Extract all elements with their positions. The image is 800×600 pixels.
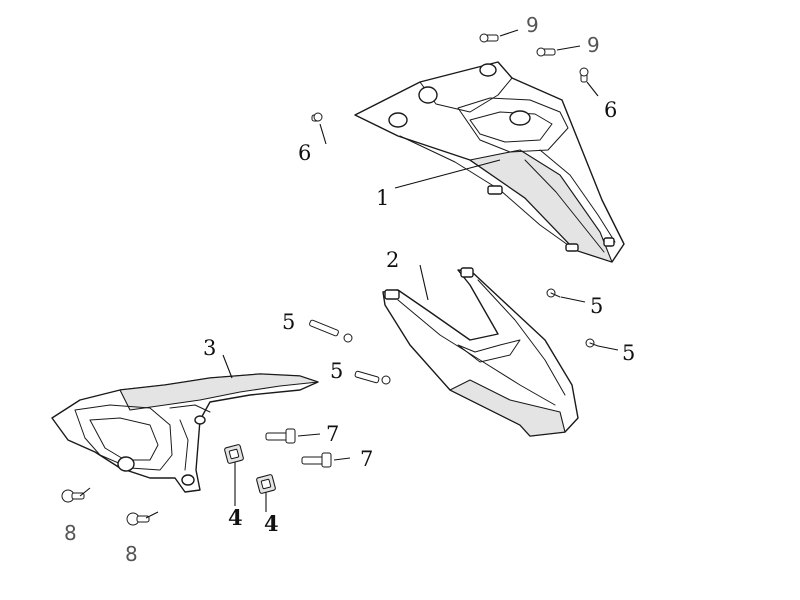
callout-4-b: 4	[264, 511, 279, 536]
part-3-inner-fender	[51, 373, 319, 493]
callout-5-d: 5	[622, 341, 635, 365]
screw-9-top	[479, 33, 499, 43]
callout-6-left: 6	[298, 141, 311, 165]
part-1-rear-fender-upper	[354, 61, 625, 263]
leader-lines	[79, 29, 619, 519]
callout-2: 2	[386, 248, 399, 272]
callout-5-b: 5	[330, 359, 343, 383]
screw-6-right	[579, 67, 589, 83]
part-2-rear-fender-lower	[382, 267, 579, 437]
callout-7-b: 7	[360, 447, 373, 471]
bolt-8-b	[126, 512, 150, 526]
screw-9-right	[536, 47, 556, 57]
callout-4-a: 4	[228, 505, 243, 530]
callout-7-a: 7	[326, 422, 339, 446]
callout-3: 3	[203, 336, 216, 360]
callout-5-c: 5	[590, 294, 603, 318]
clip-nut-4-b	[256, 474, 276, 494]
callout-9-right: 9	[587, 33, 600, 57]
bolt-5-d	[585, 338, 599, 348]
callout-8-a: 8	[64, 521, 77, 545]
callout-6-right: 6	[604, 98, 617, 122]
callout-8-b: 8	[125, 542, 138, 566]
bolt-7-b	[301, 452, 332, 468]
bolt-5-b	[354, 370, 391, 385]
screw-6-left	[311, 112, 323, 122]
callout-5-a: 5	[282, 310, 295, 334]
bolt-5-a	[309, 319, 353, 343]
callout-1: 1	[376, 186, 389, 210]
bolt-5-c	[546, 288, 561, 298]
callout-9-top: 9	[526, 13, 539, 37]
clip-nut-4-a	[224, 444, 244, 464]
bolt-7-a	[265, 428, 296, 444]
